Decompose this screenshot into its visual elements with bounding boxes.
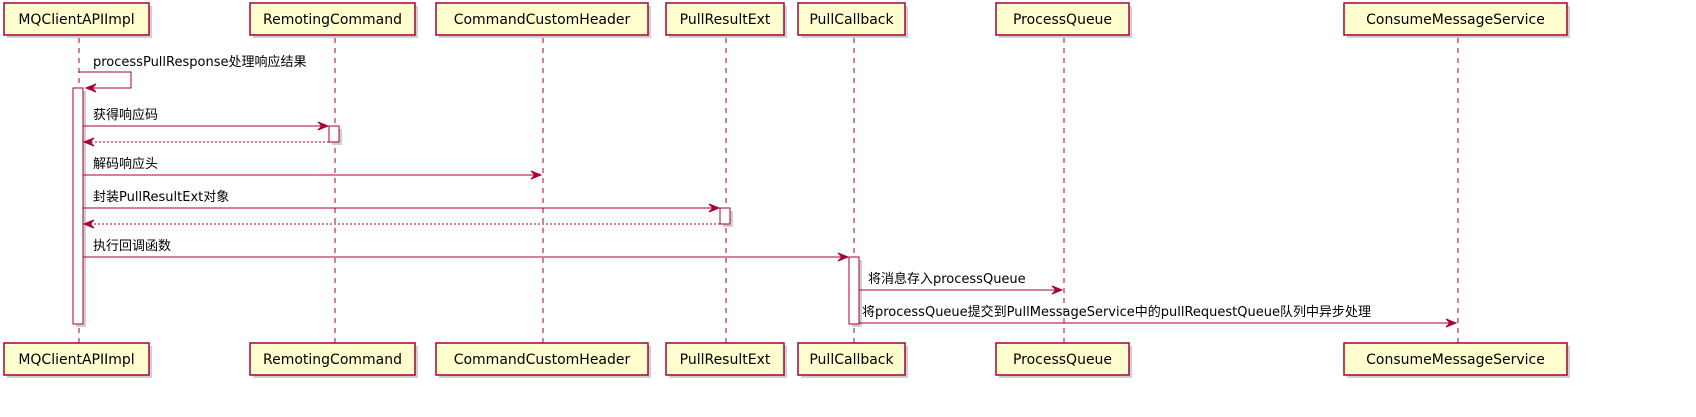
participant-commandcustomheader-bottom: CommandCustomHeader	[435, 342, 651, 378]
participant-pullcallback-top: PullCallback	[797, 2, 908, 38]
message-self-call: processPullResponse处理响应结果	[79, 54, 306, 93]
participant-consumemessageservice-bottom: ConsumeMessageService	[1343, 342, 1570, 378]
participant-label: RemotingCommand	[263, 352, 402, 368]
message-build-pullresultext: 封装PullResultExt对象	[83, 190, 721, 213]
participant-label: ConsumeMessageService	[1366, 12, 1545, 28]
participant-label: RemotingCommand	[263, 12, 402, 28]
activation-remotingcommand	[328, 125, 340, 143]
participant-mqclientapiimpl-bottom: MQClientAPIImpl	[3, 342, 152, 378]
activation-pullresultext	[719, 207, 731, 225]
message-return-remotingcommand	[82, 137, 329, 147]
message-return-pullresultext	[82, 219, 720, 229]
participant-label: PullResultExt	[680, 12, 771, 28]
activation-pullcallback	[848, 256, 860, 325]
participant-label: PullResultExt	[680, 352, 771, 368]
participant-label: ConsumeMessageService	[1366, 352, 1545, 368]
message-execute-callback: 执行回调函数	[83, 239, 850, 262]
message-label: 将processQueue提交到PullMessageService中的pull…	[862, 304, 1371, 320]
message-store-processqueue: 将消息存入processQueue	[859, 271, 1064, 295]
message-label: 解码响应头	[93, 156, 158, 172]
participant-label: ProcessQueue	[1013, 352, 1112, 368]
participant-label: CommandCustomHeader	[454, 352, 631, 368]
participant-mqclientapiimpl-top: MQClientAPIImpl	[3, 2, 152, 38]
participant-label: ProcessQueue	[1013, 12, 1112, 28]
participant-pullresultext-bottom: PullResultExt	[665, 342, 787, 378]
participant-label: CommandCustomHeader	[454, 12, 631, 28]
activation-mqclientapiimpl	[72, 87, 84, 325]
participant-processqueue-bottom: ProcessQueue	[995, 342, 1132, 378]
participant-pullcallback-bottom: PullCallback	[797, 342, 908, 378]
participant-consumemessageservice-top: ConsumeMessageService	[1343, 2, 1570, 38]
message-label: 执行回调函数	[93, 239, 171, 254]
message-submit-consume: 将processQueue提交到PullMessageService中的pull…	[859, 304, 1458, 328]
message-label: 将消息存入processQueue	[868, 271, 1026, 287]
participant-label: MQClientAPIImpl	[18, 12, 134, 28]
participant-label: PullCallback	[809, 352, 894, 368]
participant-commandcustomheader-top: CommandCustomHeader	[435, 2, 651, 38]
message-get-response-code: 获得响应码	[83, 107, 330, 131]
participant-pullresultext-top: PullResultExt	[665, 2, 787, 38]
participant-remotingcommand-top: RemotingCommand	[249, 2, 418, 38]
message-label: 获得响应码	[93, 107, 158, 123]
participant-remotingcommand-bottom: RemotingCommand	[249, 342, 418, 378]
message-label: 封装PullResultExt对象	[93, 190, 229, 205]
participant-label: PullCallback	[809, 12, 894, 28]
participant-processqueue-top: ProcessQueue	[995, 2, 1132, 38]
message-decode-header: 解码响应头	[83, 156, 543, 180]
participant-label: MQClientAPIImpl	[18, 352, 134, 368]
message-label: processPullResponse处理响应结果	[93, 54, 306, 70]
